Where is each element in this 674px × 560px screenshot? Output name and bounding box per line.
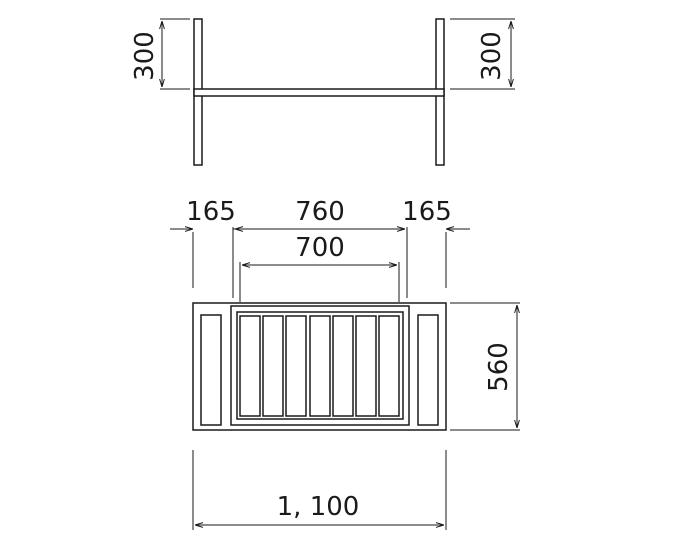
slat <box>378 315 400 417</box>
dim-left-height: 300 <box>130 18 190 90</box>
slat <box>309 315 331 417</box>
right-end-panel <box>417 314 439 426</box>
slat <box>355 315 377 417</box>
center-tray-outer <box>230 305 410 426</box>
dim-depth: 560 <box>450 302 520 431</box>
slat <box>262 315 284 417</box>
dim-left-end-label: 165 <box>186 197 236 227</box>
slat <box>285 315 307 417</box>
slats <box>239 315 400 417</box>
elevation-view: 300 300 <box>130 18 515 166</box>
dim-total-width-label: 1, 100 <box>277 492 360 522</box>
dim-inner: 700 <box>242 233 397 265</box>
left-end-panel <box>200 314 222 426</box>
seat-rail <box>193 88 445 97</box>
outer-frame <box>192 302 447 431</box>
dim-right-end-label: 165 <box>402 197 452 227</box>
center-tray-inner <box>236 311 404 420</box>
dim-center: 760 <box>235 197 405 229</box>
plan-view: 165 760 165 700 560 1, 100 <box>170 197 520 530</box>
dim-inner-label: 700 <box>295 233 345 263</box>
dim-total-width: 1, 100 <box>192 450 447 530</box>
dim-right-end: 165 <box>402 197 470 229</box>
dim-center-label: 760 <box>295 197 345 227</box>
dim-left-height-label: 300 <box>130 31 160 81</box>
slat <box>239 315 261 417</box>
dim-right-height: 300 <box>450 18 515 90</box>
dim-depth-label: 560 <box>484 342 514 392</box>
slat <box>332 315 354 417</box>
dim-left-end: 165 <box>170 197 250 229</box>
dim-right-height-label: 300 <box>477 31 507 81</box>
